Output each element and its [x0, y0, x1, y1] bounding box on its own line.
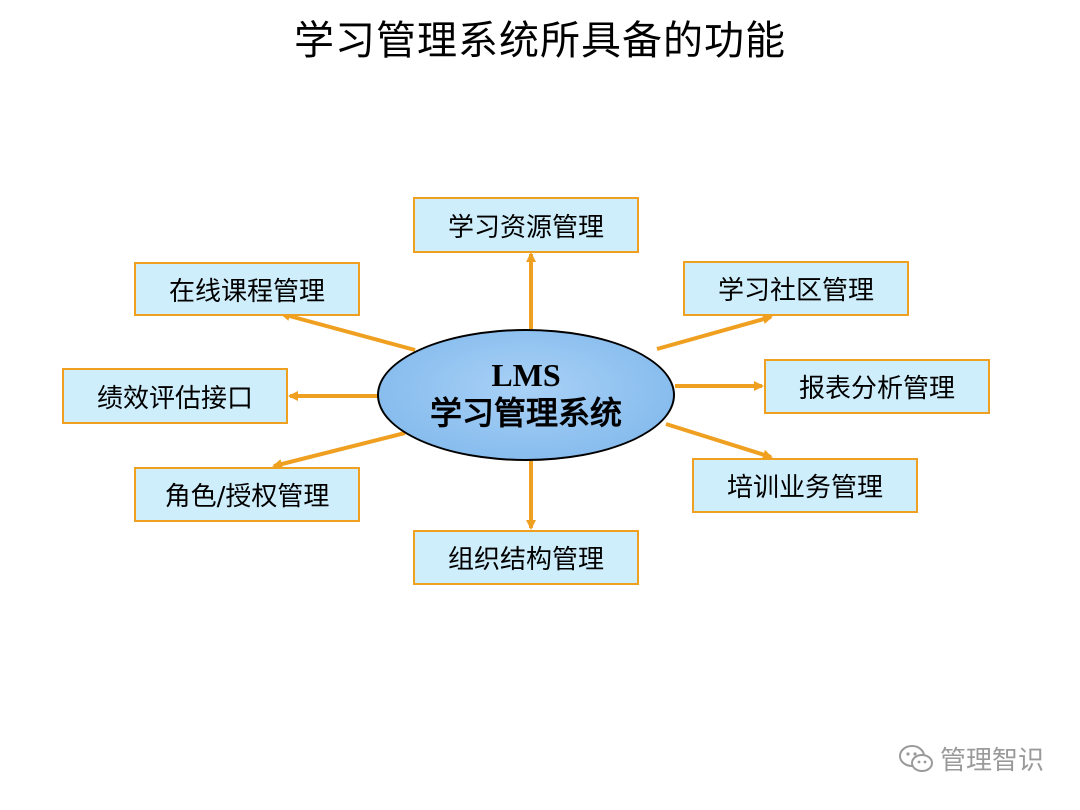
- center-hub-ellipse: LMS 学习管理系统: [377, 329, 675, 461]
- watermark: 管理智识: [898, 740, 1044, 777]
- hub-subtitle: 学习管理系统: [429, 394, 622, 432]
- node-report-analysis: 报表分析管理: [764, 359, 990, 414]
- page-title: 学习管理系统所具备的功能: [294, 18, 786, 64]
- node-label: 角色/授权管理: [164, 482, 330, 512]
- arrow-training-business: [665, 422, 773, 460]
- node-label: 学习社区管理: [717, 276, 874, 306]
- hub-title: LMS: [491, 357, 561, 393]
- node-label: 报表分析管理: [798, 374, 955, 404]
- node-learning-community: 学习社区管理: [683, 261, 909, 316]
- wechat-icon: [899, 744, 933, 772]
- node-label: 在线课程管理: [168, 276, 325, 307]
- node-label: 绩效评估接口: [96, 383, 253, 414]
- node-label: 学习资源管理: [447, 212, 604, 243]
- node-role-auth: 角色/授权管理: [134, 467, 360, 522]
- node-label: 培训业务管理: [726, 473, 883, 503]
- arrow-learning-community: [656, 314, 773, 351]
- arrow-role-auth: [272, 431, 406, 469]
- watermark-text: 管理智识: [940, 746, 1045, 776]
- arrow-online-course: [280, 311, 416, 352]
- node-label: 组织结构管理: [447, 545, 604, 575]
- node-training-business: 培训业务管理: [692, 458, 918, 513]
- node-performance-interface: 绩效评估接口: [62, 368, 288, 424]
- node-learning-resource: 学习资源管理: [413, 197, 639, 253]
- node-org-structure: 组织结构管理: [413, 530, 639, 585]
- node-online-course: 在线课程管理: [134, 262, 360, 316]
